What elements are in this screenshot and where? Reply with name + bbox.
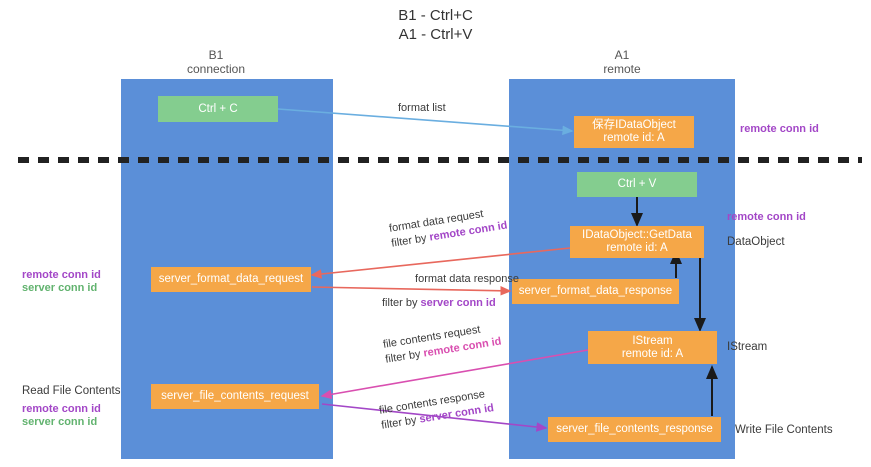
annotation-left-read-file-contents: Read File Contents: [22, 385, 121, 397]
annotation-right-dataobject: DataObject: [727, 236, 785, 248]
arrow-file-contents-response: [321, 403, 548, 432]
edge-label-format-data-response-line-1: format data response: [415, 273, 519, 285]
title-line-2: A1 - Ctrl+V: [398, 26, 473, 43]
column-header-b1-title: B1: [208, 48, 224, 62]
arrow-format-list: [277, 108, 574, 136]
node-ctrl-v[interactable]: Ctrl + V: [577, 172, 697, 197]
node-server-format-data-request[interactable]: server_format_data_request: [151, 267, 311, 292]
arrow-format-data-request: [310, 247, 571, 279]
annotation-right-write-file-contents: Write File Contents: [735, 424, 833, 436]
node-server-format-data-response[interactable]: server_format_data_response: [512, 279, 679, 304]
node-server-file-contents-response-label: server_file_contents_response: [556, 423, 713, 435]
annotation-right-mid-remote-conn-id: remote conn id: [727, 211, 806, 223]
arrow-format-data-response: [311, 286, 512, 296]
node-server-file-contents-request[interactable]: server_file_contents_request: [151, 384, 319, 409]
annotation-left-server-conn-id: server conn id: [22, 282, 98, 294]
edge-label-format-list: format list: [398, 101, 446, 116]
annotation-left-bottom-server-conn-id: server conn id: [22, 416, 98, 428]
node-getdata-line-2: remote id: A: [606, 242, 668, 254]
column-header-b1-subtitle: connection: [186, 62, 246, 76]
annotation-left-bottom-remote-conn-id: remote conn id: [22, 403, 101, 415]
edge-label-format-list-text: format list: [398, 102, 446, 114]
node-server-file-contents-response[interactable]: server_file_contents_response: [548, 417, 721, 442]
node-idataobject[interactable]: 保存IDataObject remote id: A: [574, 116, 694, 148]
node-istream-line-2: remote id: A: [621, 347, 684, 360]
annotation-right-top-remote-conn-id: remote conn id: [740, 123, 819, 135]
node-server-file-contents-request-label: server_file_contents_request: [161, 390, 309, 402]
node-ctrl-v-label: Ctrl + V: [617, 178, 657, 190]
node-getdata[interactable]: IDataObject::GetData remote id: A: [570, 226, 704, 258]
node-ctrl-c-label: Ctrl + C: [198, 102, 238, 115]
filter-key-server-conn-id: server conn id: [420, 297, 496, 309]
node-server-format-data-response-label: server_format_data_response: [518, 285, 673, 297]
column-header-a1-subtitle: remote: [603, 62, 641, 76]
arrow-file-contents-request: [320, 349, 589, 400]
edge-label-format-data-response-line-2: filter by server conn id: [382, 296, 552, 311]
filter-prefix: filter by: [382, 297, 421, 309]
node-server-format-data-request-label: server_format_data_request: [158, 273, 304, 285]
annotation-right-istream: IStream: [727, 341, 768, 353]
node-getdata-line-1: IDataObject::GetData: [582, 229, 692, 241]
node-istream-line-1: IStream: [632, 334, 673, 347]
node-idataobject-line-2: remote id: A: [603, 132, 665, 144]
node-ctrl-c[interactable]: Ctrl + C: [158, 96, 278, 122]
edge-label-format-data-response: format data response filter by server co…: [382, 272, 552, 311]
title-line-1: B1 - Ctrl+C: [398, 7, 473, 24]
node-idataobject-line-1: 保存IDataObject: [592, 119, 676, 131]
column-header-a1: A1 remote: [556, 48, 688, 76]
column-header-b1: B1 connection: [150, 48, 282, 76]
annotation-left-remote-conn-id: remote conn id: [22, 269, 101, 281]
page-title: B1 - Ctrl+C A1 - Ctrl+V: [0, 6, 871, 44]
node-istream[interactable]: IStream remote id: A: [588, 331, 717, 364]
column-header-a1-title: A1: [614, 48, 630, 62]
